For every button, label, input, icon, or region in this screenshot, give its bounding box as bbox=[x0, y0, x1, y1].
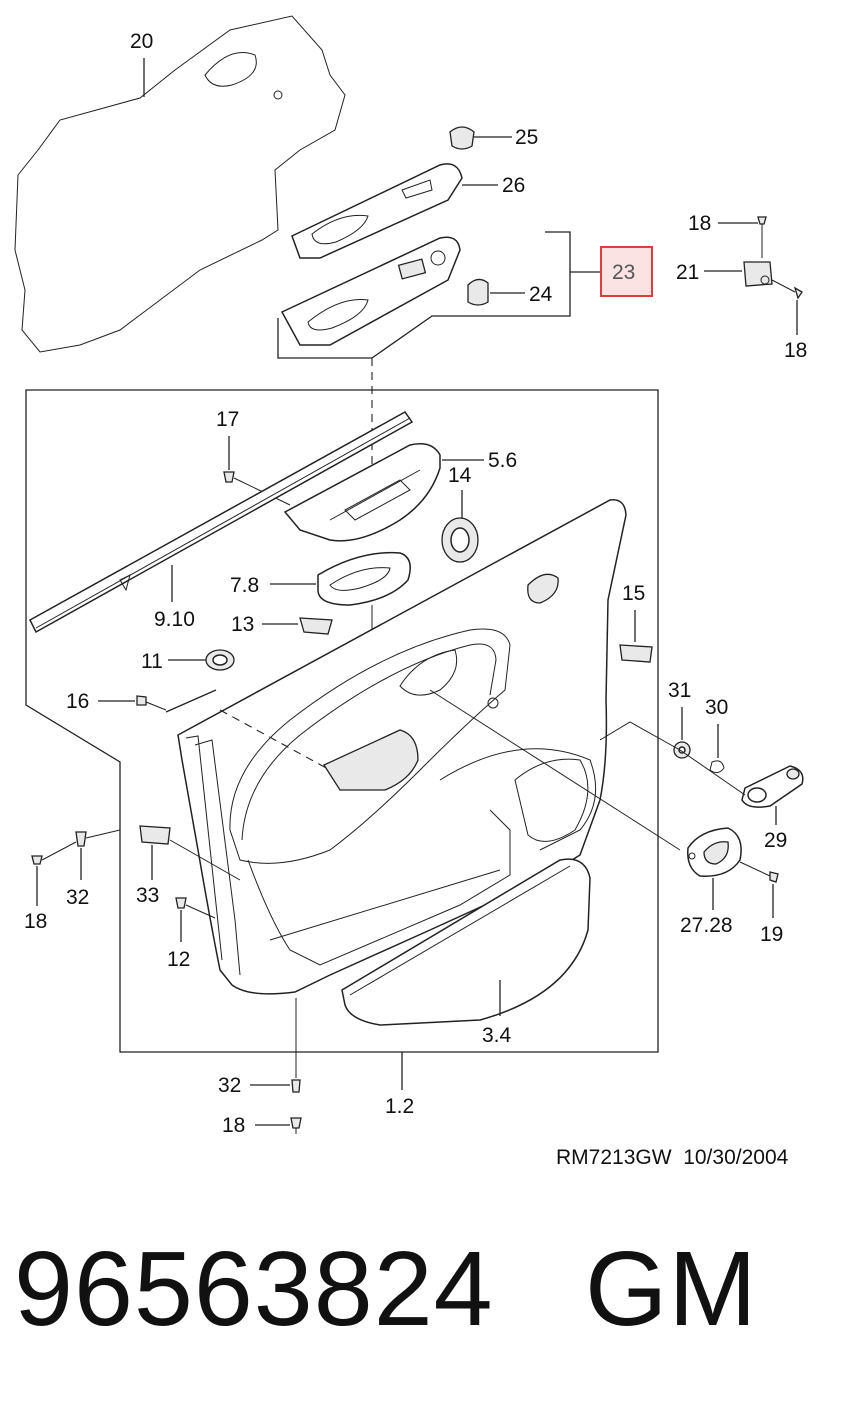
part-number-label: 96563824 GM bbox=[14, 1230, 758, 1348]
callout-14: 14 bbox=[448, 464, 472, 487]
part-19-screw bbox=[739, 861, 779, 883]
callout-29: 29 bbox=[764, 829, 787, 852]
callout-33: 33 bbox=[136, 884, 159, 907]
callout-1-2: 1.2 bbox=[385, 1095, 414, 1118]
part-27-28-inner-handle bbox=[687, 827, 742, 877]
part-5-6-armrest-bracket bbox=[283, 443, 441, 542]
callout-25: 25 bbox=[515, 126, 538, 149]
callout-9-10: 9.10 bbox=[154, 608, 195, 631]
part-33-pad bbox=[139, 825, 171, 845]
callout-27-28: 27.28 bbox=[680, 914, 733, 937]
part-15-pad bbox=[619, 644, 653, 663]
part-29-handle-rod bbox=[741, 765, 804, 808]
group-frame-1-2 bbox=[25, 389, 659, 1053]
part-18-screw-left bbox=[31, 841, 77, 865]
callout-15: 15 bbox=[622, 582, 645, 605]
callout-7-8: 7.8 bbox=[230, 574, 259, 597]
part-7-8-handle-bezel bbox=[317, 551, 411, 606]
drawing-reference: RM7213GW 10/30/2004 bbox=[556, 1146, 789, 1169]
part-20-deflector-sheet bbox=[14, 15, 346, 353]
part-26-switch-bezel bbox=[291, 163, 463, 259]
callout-18-left: 18 bbox=[24, 910, 47, 933]
part-16-screw bbox=[136, 695, 167, 711]
callout-21: 21 bbox=[676, 261, 699, 284]
part-32-clip-left bbox=[75, 829, 121, 847]
callout-5-6: 5.6 bbox=[488, 449, 517, 472]
callout-20: 20 bbox=[130, 30, 153, 53]
callout-3-4: 3.4 bbox=[482, 1024, 512, 1047]
part-18-screw-bottom bbox=[290, 1117, 302, 1134]
part-21-bracket bbox=[743, 261, 773, 287]
part-18-screw-top bbox=[757, 216, 767, 258]
callout-23-highlight-box bbox=[600, 246, 653, 297]
callout-26: 26 bbox=[502, 174, 525, 197]
callout-31: 31 bbox=[668, 679, 691, 702]
part-3-4-map-pocket bbox=[341, 858, 591, 1026]
dash-16-to-bracket bbox=[219, 709, 331, 771]
guide-33 bbox=[169, 839, 241, 881]
callout-32-left: 32 bbox=[66, 886, 89, 909]
callout-24: 24 bbox=[529, 283, 553, 306]
part-18-screw-right bbox=[771, 279, 803, 300]
part-9-10-weatherstrip bbox=[29, 411, 414, 634]
callout-19: 19 bbox=[760, 923, 783, 946]
part-24-switch-knob bbox=[467, 278, 489, 306]
callout-16: 16 bbox=[66, 690, 89, 713]
callout-18-top: 18 bbox=[688, 212, 711, 235]
guide-29 bbox=[599, 721, 746, 796]
callout-12: 12 bbox=[167, 948, 190, 971]
part-14-grommet bbox=[441, 517, 479, 563]
callout-11: 11 bbox=[141, 650, 163, 673]
part-12-clip bbox=[175, 897, 216, 919]
part-23-window-switch-assembly bbox=[277, 231, 571, 359]
part-25-clip bbox=[449, 126, 475, 150]
callout-18-bottom: 18 bbox=[222, 1114, 245, 1137]
part-30-spring-clip bbox=[709, 760, 725, 774]
callout-18-right: 18 bbox=[784, 339, 807, 362]
callout-17: 17 bbox=[216, 408, 239, 431]
guide-27-28 bbox=[429, 689, 681, 851]
callout-23: 23 bbox=[612, 261, 635, 284]
leader-16-to-panel bbox=[165, 689, 217, 713]
part-32-clip-bottom bbox=[291, 1079, 301, 1093]
part-11-grommet bbox=[205, 649, 235, 671]
part-5-6-switch-bracket bbox=[323, 729, 419, 791]
callout-32-bottom: 32 bbox=[218, 1074, 241, 1097]
part-13-pad bbox=[299, 617, 333, 635]
callout-13: 13 bbox=[231, 613, 254, 636]
callout-30: 30 bbox=[705, 696, 728, 719]
